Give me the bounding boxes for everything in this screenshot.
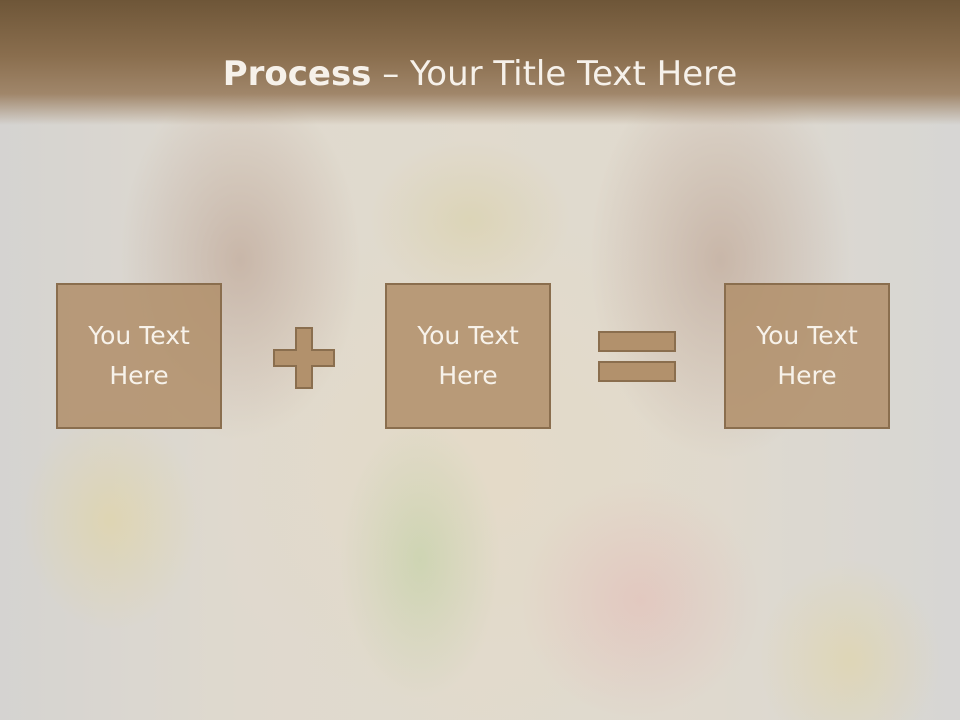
process-box-1: You Text Here	[56, 283, 222, 429]
plus-icon	[273, 327, 335, 389]
title-bar: Process – Your Title Text Here	[0, 0, 960, 125]
process-box-text: You Text Here	[88, 321, 190, 390]
slide-title: Process – Your Title Text Here	[0, 52, 960, 96]
title-bold-text: Process	[222, 54, 372, 94]
process-box-text: You Text Here	[756, 321, 858, 390]
process-box-3: You Text Here	[724, 283, 890, 429]
process-box-2: You Text Here	[385, 283, 551, 429]
process-box-text: You Text Here	[417, 321, 519, 390]
title-rest-text: – Your Title Text Here	[371, 54, 738, 94]
equals-icon	[598, 331, 676, 382]
